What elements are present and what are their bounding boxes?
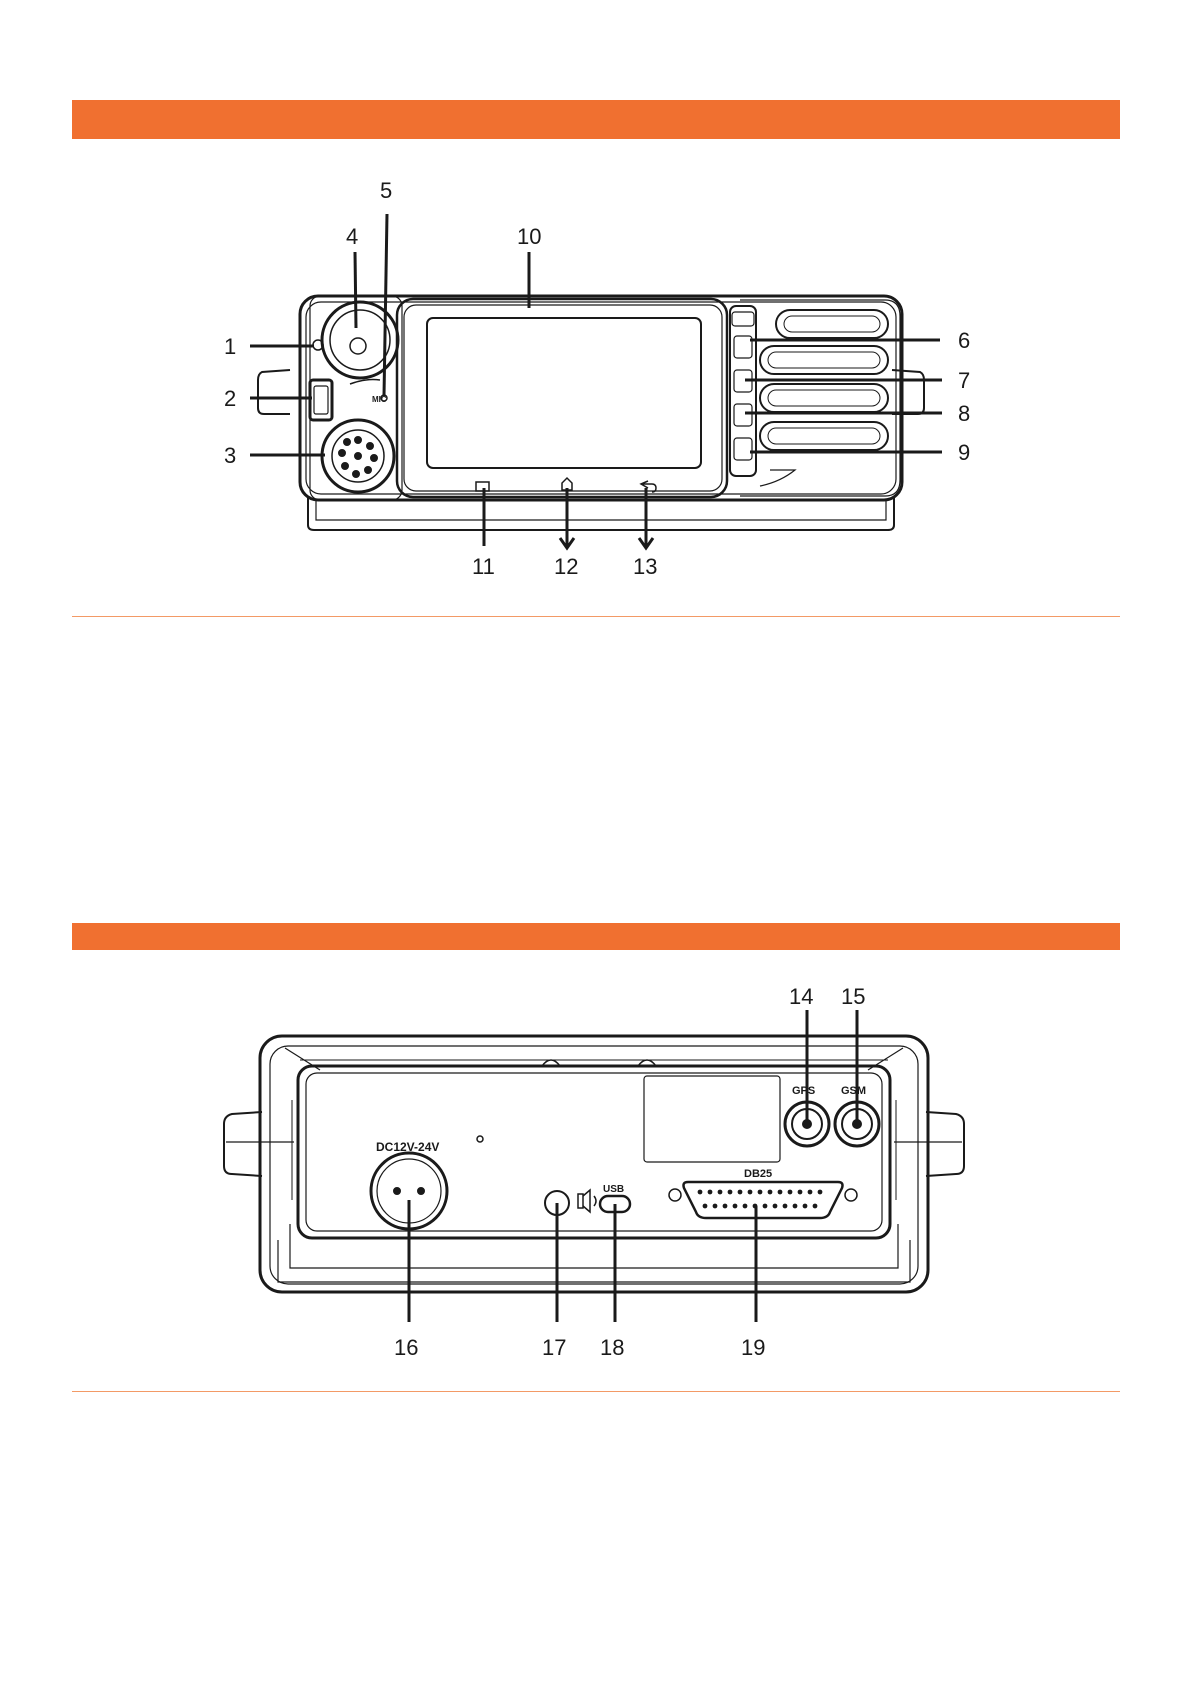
- callout-19: 19: [741, 1335, 765, 1360]
- section-divider-rear: [72, 1391, 1120, 1392]
- power-label: DC12V-24V: [376, 1140, 439, 1154]
- callout-18: 18: [600, 1335, 624, 1360]
- callout-9: 9: [958, 440, 970, 465]
- callout-6: 6: [958, 328, 970, 353]
- callout-8: 8: [958, 401, 970, 426]
- gsm-label: GSM: [841, 1085, 866, 1097]
- db25-label: DB25: [744, 1168, 772, 1180]
- callout-1: 1: [224, 334, 236, 359]
- front-panel-diagram: MIC 1 2 3 4 5 6 7 8 9 10 11 12 13: [0, 0, 1192, 640]
- callout-14: 14: [789, 984, 813, 1009]
- callout-10: 10: [517, 224, 541, 249]
- callout-4: 4: [346, 224, 358, 249]
- mic-label: MIC: [372, 395, 387, 404]
- callout-5: 5: [380, 178, 392, 203]
- callout-2: 2: [224, 386, 236, 411]
- db25-pins: [698, 1190, 823, 1209]
- section-header-bar-rear: [72, 923, 1120, 950]
- callout-17: 17: [542, 1335, 566, 1360]
- callout-13: 13: [633, 554, 657, 579]
- callout-15: 15: [841, 984, 865, 1009]
- callout-3: 3: [224, 443, 236, 468]
- callout-11: 11: [472, 554, 495, 579]
- radio-rear-body: [224, 1036, 964, 1292]
- rear-callout-lines: [409, 1010, 857, 1322]
- callout-16: 16: [394, 1335, 418, 1360]
- gps-label: GPS: [792, 1085, 815, 1097]
- callout-12: 12: [554, 554, 578, 579]
- callout-7: 7: [958, 368, 970, 393]
- usb-label: USB: [603, 1184, 624, 1195]
